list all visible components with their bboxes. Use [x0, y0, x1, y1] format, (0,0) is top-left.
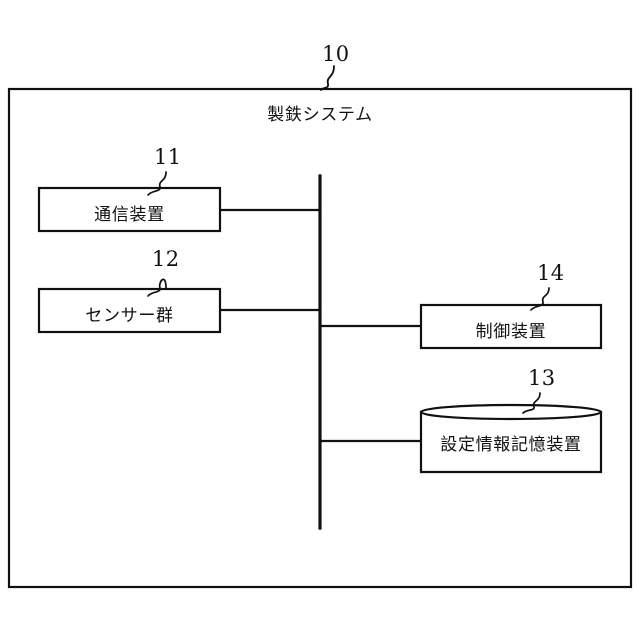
block-14-label: 制御装置: [475, 322, 547, 342]
system-title: 製鉄システム: [267, 105, 373, 125]
block-12-label: センサー群: [85, 306, 174, 326]
leader-line-13: [522, 392, 541, 414]
ref-number-13: 13: [528, 366, 556, 390]
block-11-label: 通信装置: [94, 205, 165, 225]
leader-line-10: [320, 65, 335, 91]
block-11-shape[interactable]: [37, 186, 222, 233]
ref-number-12: 12: [152, 247, 180, 271]
leader-line-11: [147, 171, 167, 196]
ref-number-14: 14: [537, 261, 565, 285]
cylinder-top-ellipse: [419, 403, 603, 421]
ref-number-10: 10: [322, 42, 350, 66]
block-14-shape[interactable]: [419, 303, 603, 350]
leader-line-14: [530, 287, 550, 311]
block-13-label: 設定情報記憶装置: [440, 435, 582, 455]
leader-line-12: [147, 278, 167, 297]
block-12-shape[interactable]: [37, 287, 222, 334]
block-13-shape[interactable]: [419, 403, 603, 474]
ref-number-11: 11: [154, 145, 182, 169]
